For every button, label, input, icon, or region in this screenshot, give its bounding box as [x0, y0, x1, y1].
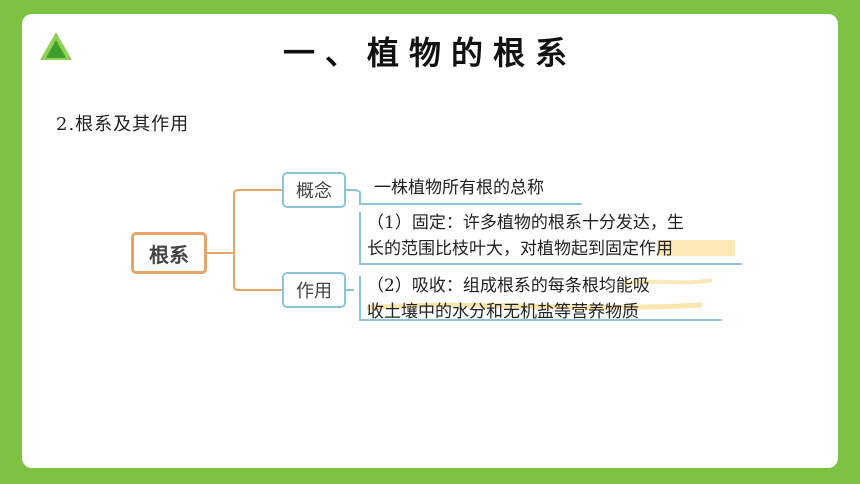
mindmap-root-node: 根系 [131, 232, 207, 274]
concept-line: 一株植物所有根的总称 [374, 178, 544, 198]
function-node: 作用 [282, 272, 346, 308]
slide-card: 一、植物的根系 2.根系及其作用 根系 概念 作用 一株植物所有根的总称 （1）… [22, 14, 838, 468]
absorption-line-2: 收土壤中的水分和无机盐等营养物质 [367, 302, 639, 322]
concept-text: 一株植物所有根的总称 [374, 175, 544, 201]
mindmap-connectors [207, 189, 742, 321]
function-fixation-text: （1）固定：许多植物的根系十分发达，生 长的范围比枝叶大，对植物起到固定作用 [367, 210, 684, 262]
function-absorption-text: （2）吸收：组成根系的每条根均能吸 收土壤中的水分和无机盐等营养物质 [367, 273, 650, 325]
page-title: 一、植物的根系 [282, 34, 577, 72]
fixation-line-2: 长的范围比枝叶大，对植物起到固定作用 [367, 239, 673, 259]
fixation-line-1: （1）固定：许多植物的根系十分发达，生 [367, 213, 684, 233]
section-subtitle: 2.根系及其作用 [56, 114, 190, 135]
triangle-logo-icon [40, 32, 72, 60]
absorption-line-1: （2）吸收：组成根系的每条根均能吸 [367, 276, 650, 296]
concept-node: 概念 [282, 172, 346, 208]
